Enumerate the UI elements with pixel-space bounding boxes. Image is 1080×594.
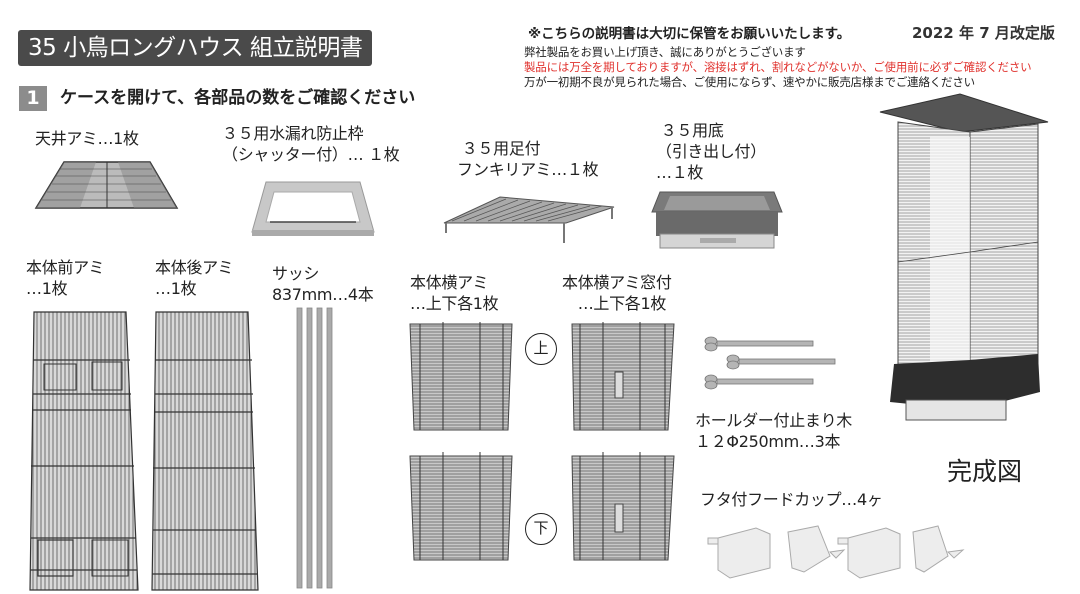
food-cup-icon [707, 525, 965, 579]
upper-marker: 上 [525, 333, 557, 365]
side-mesh-window-label: 本体横アミ窓付 …上下各1枚 [562, 273, 672, 313]
sash-rods-icon [296, 307, 333, 589]
perch-label: ホールダー付止まり木 １２Φ250mm…3本 [695, 411, 853, 451]
side-mesh-window-upper-icon [571, 322, 675, 431]
side-mesh-lower-icon [409, 452, 513, 561]
sash-label: サッシ 837mm…4本 [272, 264, 374, 304]
front-mesh-label: 本体前アミ …1枚 [26, 258, 105, 298]
side-mesh-label: 本体横アミ …上下各1枚 [410, 273, 499, 313]
notice-thanks: 弊社製品をお買い上げ頂き、誠にありがとうございます [524, 45, 806, 59]
base-label: ３５用底 （引き出し付） …１枚 [656, 121, 766, 182]
side-mesh-window-lower-icon [571, 452, 675, 561]
document-title: 35 小鳥ロングハウス 組立説明書 [18, 30, 373, 66]
lower-marker: 下 [525, 513, 557, 545]
floor-grid-icon [443, 196, 615, 243]
step-number-badge: 1 [19, 86, 47, 111]
notice-defect-contact: 万が一初期不良が見られた場合、ご使用にならず、速やかに販売店様までご連絡ください [524, 75, 975, 89]
notice-warning: 製品には万全を期しておりますが、溶接はずれ、割れなどがないか、ご使用前に必ずご確… [524, 60, 1032, 74]
front-mesh-icon [29, 311, 139, 591]
back-mesh-icon [151, 311, 259, 591]
step-instruction: ケースを開けて、各部品の数をご確認ください [60, 88, 416, 108]
back-mesh-label: 本体後アミ …1枚 [155, 258, 234, 298]
completed-cage-icon [879, 93, 1049, 421]
completed-diagram-label: 完成図 [947, 457, 1023, 486]
roof-mesh-label: 天井アミ…1枚 [35, 129, 139, 148]
floor-grid-label: ３５用足付 フンキリアミ…１枚 [457, 139, 599, 179]
base-tray-icon [651, 191, 783, 249]
food-cup-label: フタ付フードカップ…4ヶ [700, 490, 883, 509]
roof-mesh-icon [34, 161, 179, 209]
edition-date: 2022 年 7 月改定版 [912, 24, 1055, 42]
perch-icon [704, 336, 836, 390]
water-leak-frame-icon [251, 181, 375, 236]
water-frame-label: ３５用水漏れ防止枠 （シャッター付）… １枚 [222, 124, 400, 164]
side-mesh-upper-icon [409, 322, 513, 431]
notice-heading: ※こちらの説明書は大切に保管をお願いいたします。 [528, 26, 851, 42]
